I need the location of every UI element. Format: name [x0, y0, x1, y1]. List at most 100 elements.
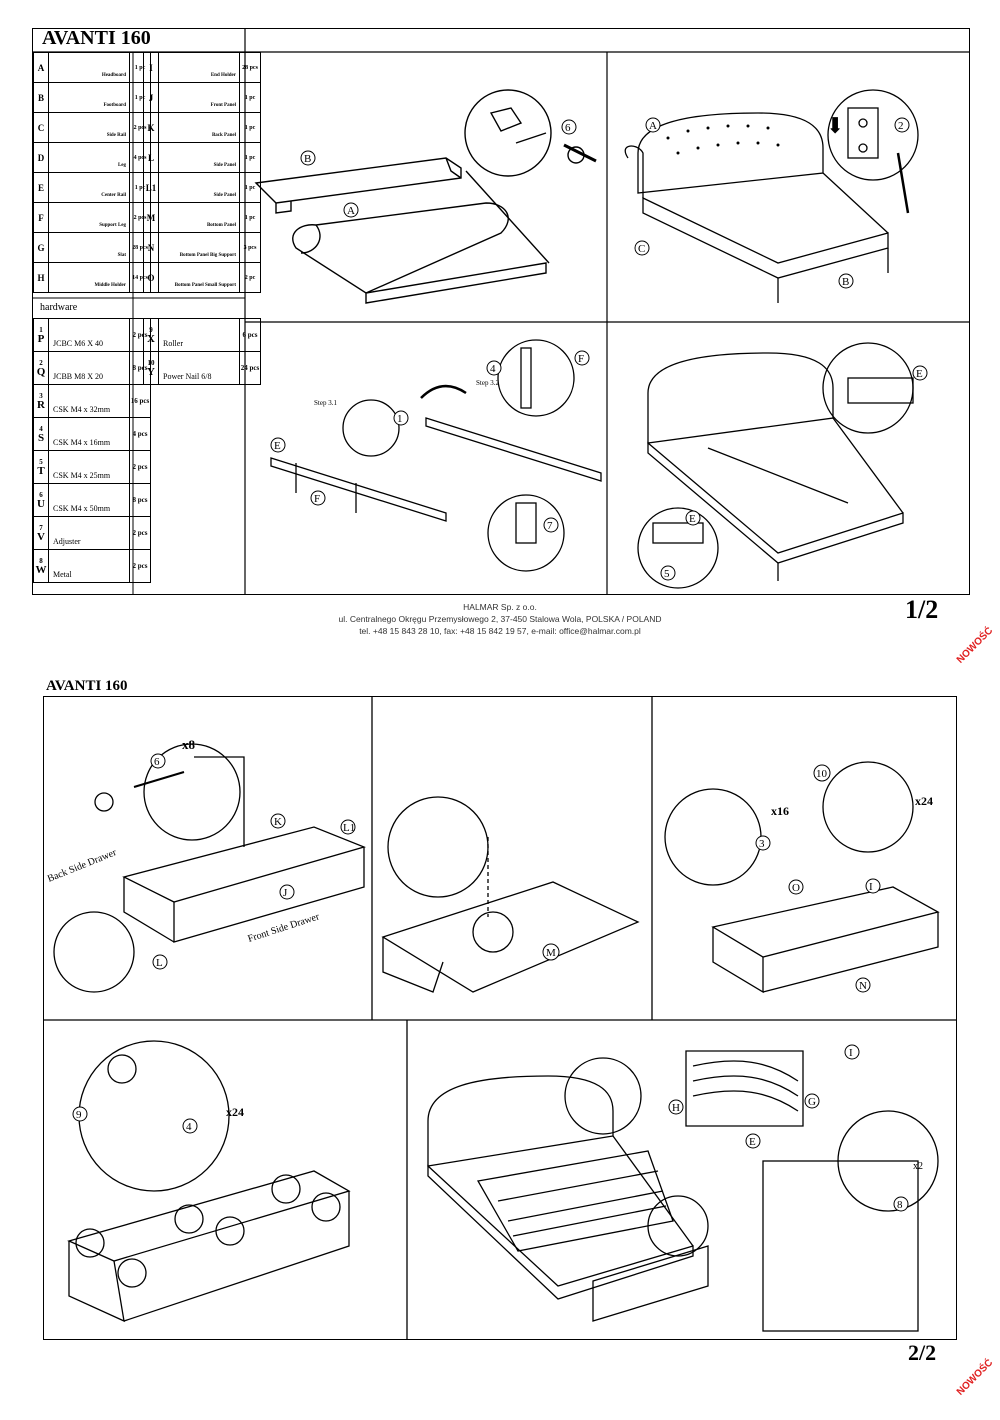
svg-text:B: B: [842, 276, 849, 288]
x24-label-b: x24: [226, 1105, 244, 1119]
svg-text:6: 6: [154, 756, 160, 768]
part-name: Front Panel: [210, 103, 236, 108]
part-name: Footboard: [103, 103, 127, 108]
part-picture: Back Panel: [158, 112, 240, 143]
svg-text:L: L: [156, 957, 163, 969]
page1-frame: [32, 28, 970, 595]
page-number-1: 1/2: [905, 595, 939, 624]
step4-illustration: E E 5: [637, 342, 928, 589]
arrow-down-icon: ⬇: [826, 113, 844, 138]
svg-text:O: O: [792, 882, 800, 894]
x16-label: x16: [771, 804, 789, 818]
svg-text:4: 4: [490, 363, 496, 375]
hardware-name: JCBB M8 X 20: [53, 372, 104, 381]
part-name: Slat: [117, 253, 126, 258]
callout-6: 6: [561, 119, 577, 135]
svg-text:6: 6: [565, 122, 571, 134]
svg-text:9: 9: [76, 1109, 82, 1121]
svg-text:N: N: [859, 980, 867, 992]
step5-illustration: x8 Back Side Drawer Front Side Drawer 6 …: [46, 737, 366, 993]
hardware-picture: JCBB M8 X 20: [48, 351, 130, 385]
part-name: Leg: [117, 163, 126, 168]
part-name: Headboard: [101, 73, 126, 78]
svg-text:I: I: [869, 881, 873, 893]
svg-text:E: E: [916, 368, 923, 380]
part-picture: Front Panel: [158, 82, 240, 113]
part-picture: Footboard: [48, 82, 130, 113]
hardware-name: CSK M4 x 25mm: [53, 471, 111, 480]
x2-label: x2: [913, 1161, 923, 1172]
hardware-name: Power Nail 6/8: [163, 372, 212, 381]
part-name: Bottom Panel: [206, 223, 236, 228]
svg-text:I: I: [849, 1047, 853, 1059]
part-name: Middle Holder: [94, 283, 126, 288]
part-name: Center Rail: [101, 193, 126, 198]
hardware-name: CSK M4 x 16mm: [53, 438, 111, 447]
hardware-picture: CSK M4 x 32mm: [48, 384, 130, 418]
page2-title: AVANTI 160: [46, 678, 128, 694]
part-name: Side Panel: [213, 193, 236, 198]
step6-illustration: M: [381, 796, 640, 993]
svg-text:F: F: [314, 493, 320, 505]
page2-frame: [43, 696, 957, 1340]
hardware-picture: CSK M4 x 50mm: [48, 483, 130, 517]
svg-text:A: A: [347, 205, 355, 217]
hardware-name: JCBC M6 X 40: [53, 339, 104, 348]
hardware-qty: 8 pcs: [129, 483, 151, 517]
hardware-qty: 2 pcs: [129, 549, 151, 583]
back-side-drawer-label: Back Side Drawer: [46, 847, 119, 885]
hardware-picture: Metal: [48, 549, 130, 583]
x24-label-a: x24: [915, 794, 933, 808]
part-picture: Center Rail: [48, 172, 130, 203]
step-3-1-label: Step 3.1: [314, 399, 337, 407]
hardware-picture: JCBC M6 X 40: [48, 318, 130, 352]
part-name: Side Rail: [106, 133, 126, 138]
part-name: End Holder: [210, 73, 236, 78]
part-picture: Middle Holder: [48, 262, 130, 293]
part-picture: Side Rail: [48, 112, 130, 143]
part-name: Side Panel: [213, 163, 236, 168]
svg-text:H: H: [672, 1102, 680, 1114]
hardware-name: Adjuster: [53, 537, 81, 546]
svg-text:J: J: [283, 887, 288, 899]
svg-text:E: E: [689, 513, 696, 525]
x8-label: x8: [182, 737, 196, 752]
part-name: Bottom Panel Small Support: [174, 283, 236, 288]
hardware-name: Metal: [53, 570, 72, 579]
svg-text:L1: L1: [343, 822, 355, 834]
svg-text:K: K: [274, 816, 282, 828]
hardware-picture: CSK M4 x 16mm: [48, 417, 130, 451]
part-name: Back Panel: [211, 133, 236, 138]
svg-text:G: G: [808, 1096, 816, 1108]
callout-b: B: [300, 150, 316, 166]
page-number-2: 2/2: [908, 1340, 937, 1365]
hardware-picture: Roller: [158, 318, 240, 352]
hardware-picture: CSK M4 x 25mm: [48, 450, 130, 484]
part-picture: Bottom Panel Small Support: [158, 262, 240, 293]
svg-text:3: 3: [759, 838, 765, 850]
page1-title: AVANTI 160: [42, 27, 151, 49]
hardware-picture: Adjuster: [48, 516, 130, 550]
svg-text:10: 10: [816, 768, 828, 780]
svg-text:B: B: [304, 153, 311, 165]
diamond-tufting: [666, 124, 780, 155]
svg-text:E: E: [749, 1136, 756, 1148]
svg-text:7: 7: [547, 520, 553, 532]
step7-illustration: x16 x24 3 10 O I N: [664, 761, 940, 994]
svg-text:A: A: [649, 120, 657, 132]
callout-a: A: [343, 202, 359, 218]
company-contact: tel. +48 15 843 28 10, fax: +48 15 842 1…: [359, 626, 641, 636]
